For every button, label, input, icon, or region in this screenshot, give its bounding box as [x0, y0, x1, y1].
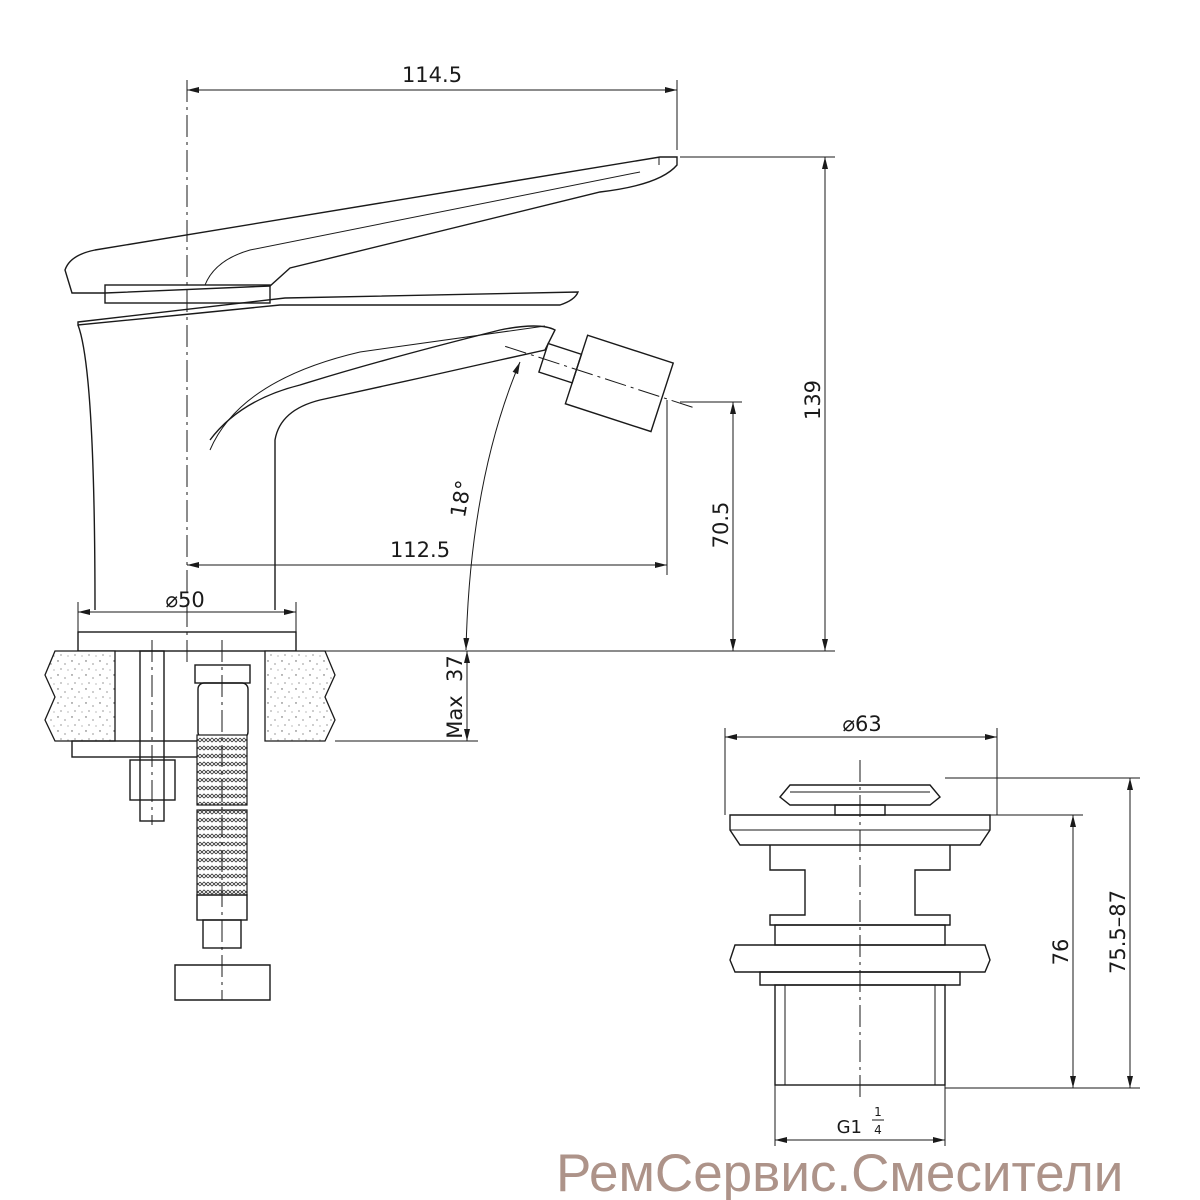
drain-side-view	[729, 760, 991, 1100]
body-outline	[77, 324, 556, 611]
drain-nut	[729, 944, 991, 973]
dim-adjustable-height: 75.5–87	[1106, 890, 1130, 974]
dim-thread: G1	[837, 1117, 862, 1138]
popup-cap	[779, 784, 941, 806]
bidet-aerator	[505, 334, 696, 433]
countertop-right	[264, 650, 336, 742]
base-plate	[77, 631, 297, 652]
handle-edge	[204, 171, 641, 286]
drain-dimensions: ⌀63 76 75.5–87 G1 1 4	[724, 712, 1140, 1146]
dim-max-counter: Max 37	[443, 655, 467, 739]
dim-base-diameter: ⌀50	[165, 588, 204, 612]
dim-overall-height: 139	[801, 380, 825, 420]
hose-fitting	[197, 682, 249, 739]
hose-coupling-nut	[174, 964, 271, 1001]
drain-thread	[774, 984, 946, 1086]
cartridge-ring	[104, 284, 271, 304]
handle-lever	[64, 156, 678, 294]
dim-thread-num: 1	[874, 1105, 882, 1119]
dim-body-height: 76	[1049, 939, 1073, 966]
dim-spout-reach: 112.5	[390, 538, 450, 562]
dim-spout-angle: 18°	[446, 478, 476, 519]
watermark: РемСервис.Смесители	[556, 1144, 1124, 1200]
faucet-dimensions: 114.5 139 70.5 112.5 18° ⌀50 Max 37	[77, 63, 835, 742]
dim-spout-height: 70.5	[709, 502, 733, 549]
countertop-left	[44, 650, 116, 742]
dim-flange-diameter: ⌀63	[842, 712, 881, 736]
drain-washer	[774, 924, 946, 946]
drain-locknut	[759, 971, 961, 986]
dim-arc-angle	[463, 361, 521, 651]
dim-thread-den: 4	[874, 1123, 882, 1137]
faucet-side-view	[44, 80, 696, 1001]
body-top	[77, 291, 580, 326]
body-curve	[209, 325, 546, 451]
dim-overall-reach: 114.5	[402, 63, 462, 87]
